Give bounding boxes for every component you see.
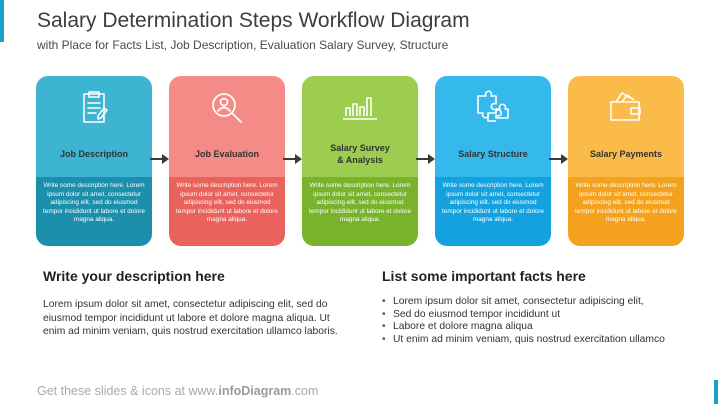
fact-item: Labore et dolore magna aliqua (382, 321, 692, 334)
step-description: Write some description here. Lorem ipsum… (442, 182, 544, 224)
magnifier-person-icon (212, 93, 242, 123)
arrow-right-icon (150, 154, 169, 164)
facts-heading: List some important facts here (382, 268, 586, 284)
slide-title: Salary Determination Steps Workflow Diag… (37, 9, 470, 32)
step-card-top: Salary Payments (568, 76, 684, 177)
workflow-steps: Job Description Write some description h… (36, 76, 684, 246)
arrow-right-icon (283, 154, 302, 164)
step-card-top: Salary Structure (435, 76, 551, 177)
footer-prefix: Get these slides & icons at www. (37, 384, 219, 398)
arrow-right-icon (416, 154, 435, 164)
step-card-job-description[interactable]: Job Description Write some description h… (36, 76, 152, 246)
step-card-top: Job Evaluation (169, 76, 285, 177)
fact-item: Lorem ipsum dolor sit amet, consectetur … (382, 296, 692, 309)
step-card-bottom: Write some description here. Lorem ipsum… (169, 177, 285, 246)
footer-brand: infoDiagram (218, 384, 292, 398)
step-description: Write some description here. Lorem ipsum… (43, 182, 145, 224)
step-card-top: Job Description (36, 76, 152, 177)
puzzle-icon (477, 90, 509, 122)
step-description: Write some description here. Lorem ipsum… (575, 182, 677, 224)
footer-suffix: .com (291, 384, 319, 398)
accent-bar-top (0, 0, 4, 42)
slide-subtitle: with Place for Facts List, Job Descripti… (37, 38, 449, 52)
step-card-salary-survey[interactable]: Salary Survey& Analysis Write some descr… (302, 76, 418, 246)
step-label: Salary Payments (589, 149, 663, 159)
step-label: Salary Survey& Analysis (330, 143, 390, 165)
description-section: Write your description here Lorem ipsum … (43, 268, 343, 339)
footer-credit[interactable]: Get these slides & icons at www.infoDiag… (37, 384, 318, 398)
step-card-bottom: Write some description here. Lorem ipsum… (435, 177, 551, 246)
fact-item: Sed do eiusmod tempor incididunt ut (382, 309, 692, 322)
step-card-bottom: Write some description here. Lorem ipsum… (36, 177, 152, 246)
facts-list: Lorem ipsum dolor sit amet, consectetur … (382, 296, 692, 346)
step-card-top: Salary Survey& Analysis (302, 76, 418, 177)
step-label: Job Description (59, 149, 128, 159)
fact-item: Ut enim ad minim veniam, quis nostrud ex… (382, 334, 692, 347)
step-card-bottom: Write some description here. Lorem ipsum… (302, 177, 418, 246)
step-card-bottom: Write some description here. Lorem ipsum… (568, 177, 684, 246)
step-card-salary-payments[interactable]: Salary Payments Write some description h… (568, 76, 684, 246)
step-label: Job Evaluation (194, 149, 259, 159)
clipboard-icon (83, 91, 108, 123)
description-text: Lorem ipsum dolor sit amet, consectetur … (43, 299, 338, 338)
step-description: Write some description here. Lorem ipsum… (176, 182, 278, 224)
step-card-salary-structure[interactable]: Salary Structure Write some description … (435, 76, 551, 246)
bar-chart-icon (343, 97, 377, 120)
arrow-right-icon (549, 154, 568, 164)
accent-bar-bottom (714, 380, 718, 404)
facts-section: List some important facts here Lorem ips… (382, 268, 692, 346)
step-label: Salary Structure (458, 149, 528, 159)
step-description: Write some description here. Lorem ipsum… (309, 182, 411, 224)
wallet-icon (610, 92, 641, 121)
step-card-job-evaluation[interactable]: Job Evaluation Write some description he… (169, 76, 285, 246)
description-heading: Write your description here (43, 268, 225, 284)
